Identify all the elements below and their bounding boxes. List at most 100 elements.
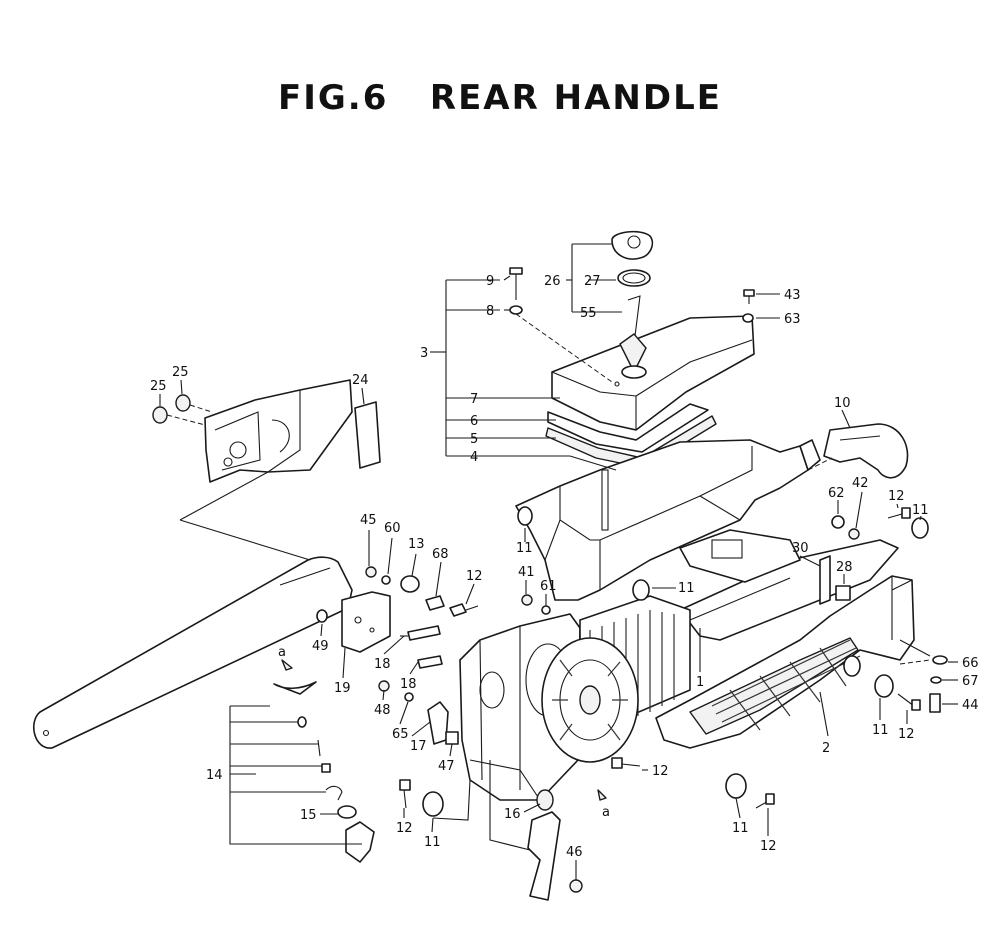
washer-62 (831, 515, 845, 529)
washer-61 (541, 605, 551, 615)
callout-48: 48 (374, 703, 391, 718)
mount-11a (517, 506, 533, 526)
callout-13: 13 (408, 537, 425, 552)
callout-11c: 11 (912, 503, 929, 518)
rear-handle-housing (515, 439, 821, 601)
callout-a-bottom: a (602, 805, 610, 820)
callout-27: 27 (584, 274, 601, 289)
sprocket-cover (204, 379, 353, 483)
callout-61: 61 (540, 579, 557, 594)
mount-11f (725, 773, 747, 799)
callout-42: 42 (852, 476, 869, 491)
nut-49 (316, 609, 328, 623)
direction-arrow-a-top (281, 659, 293, 671)
bolt-41 (521, 594, 533, 606)
washer-65 (404, 692, 414, 702)
callout-3: 3 (420, 346, 428, 361)
chain-catcher-16 (527, 789, 561, 901)
nut-47 (445, 731, 459, 745)
callout-45: 45 (360, 513, 377, 528)
base-plate-1 (679, 539, 899, 641)
callout-10: 10 (834, 396, 851, 411)
screw-43 (743, 289, 755, 304)
bolt-12d (755, 793, 775, 809)
callout-6: 6 (470, 414, 478, 429)
cap-68 (425, 595, 445, 611)
callout-65: 65 (392, 727, 409, 742)
callout-14: 14 (206, 768, 223, 783)
adjuster-18b (417, 655, 443, 669)
callout-25b: 25 (150, 379, 167, 394)
bolt-12e (399, 779, 411, 809)
callout-66: 66 (962, 656, 979, 671)
callout-12f: 12 (652, 764, 669, 779)
pin-17 (427, 701, 449, 745)
bracket-30 (819, 555, 831, 605)
nut-25b (175, 394, 191, 412)
strainer-55 (619, 295, 647, 379)
callout-55: 55 (580, 306, 597, 321)
screw-9 (509, 267, 523, 300)
oring-27 (617, 269, 651, 287)
callout-63: 63 (784, 312, 801, 327)
flywheel (541, 637, 639, 763)
washer-67 (930, 676, 942, 684)
page-title: FIG.6 REAR HANDLE (278, 78, 722, 118)
callout-4: 4 (470, 450, 478, 465)
callout-60: 60 (384, 521, 401, 536)
mount-11e (874, 674, 894, 698)
callout-16: 16 (504, 807, 521, 822)
callout-26: 26 (544, 274, 561, 289)
washer-63 (742, 313, 754, 323)
callout-9: 9 (486, 274, 494, 289)
callout-11b: 11 (678, 581, 695, 596)
callout-67: 67 (962, 674, 979, 689)
block-28 (835, 585, 851, 601)
guide-bar (32, 556, 353, 749)
callout-46: 46 (566, 845, 583, 860)
top-cover-7 (551, 315, 755, 431)
cover-plate-24 (354, 401, 381, 469)
callout-49: 49 (312, 639, 329, 654)
mount-11b (632, 579, 650, 601)
callout-5: 5 (470, 432, 478, 447)
callout-68: 68 (432, 547, 449, 562)
callout-12c: 12 (898, 727, 915, 742)
bolt-46 (569, 879, 583, 893)
callout-11e: 11 (872, 723, 889, 738)
callout-43: 43 (784, 288, 801, 303)
filter-6 (547, 403, 709, 453)
mount-11d (843, 655, 861, 677)
bolt-42 (848, 528, 860, 540)
callout-11g: 11 (424, 835, 441, 850)
direction-arrow-a-bottom (597, 789, 607, 801)
callout-12a: 12 (466, 569, 483, 584)
callout-15: 15 (300, 808, 317, 823)
oil-pump-parts-14 (273, 681, 375, 863)
callout-a-top: a (278, 645, 286, 660)
callout-17: 17 (410, 739, 427, 754)
clamp-13 (400, 575, 420, 593)
callout-25a: 25 (172, 365, 189, 380)
callout-44: 44 (962, 698, 979, 713)
callout-28: 28 (836, 560, 853, 575)
cap-26 (611, 230, 654, 260)
carburetor-box (679, 529, 801, 583)
bolt-12c (897, 693, 921, 711)
bottom-handle-frame-2 (655, 575, 915, 749)
washer-60 (381, 575, 391, 585)
callout-11f: 11 (732, 821, 749, 836)
callout-12e: 12 (396, 821, 413, 836)
callout-19: 19 (334, 681, 351, 696)
callout-1: 1 (696, 675, 704, 690)
mount-11g (422, 791, 444, 817)
callout-8: 8 (486, 304, 494, 319)
callout-2: 2 (822, 741, 830, 756)
bolt-48 (378, 680, 390, 692)
mount-11c (911, 517, 929, 539)
callout-24: 24 (352, 373, 369, 388)
callout-18b: 18 (400, 677, 417, 692)
bolt-44 (929, 693, 941, 713)
trigger-handle-10 (823, 423, 909, 479)
